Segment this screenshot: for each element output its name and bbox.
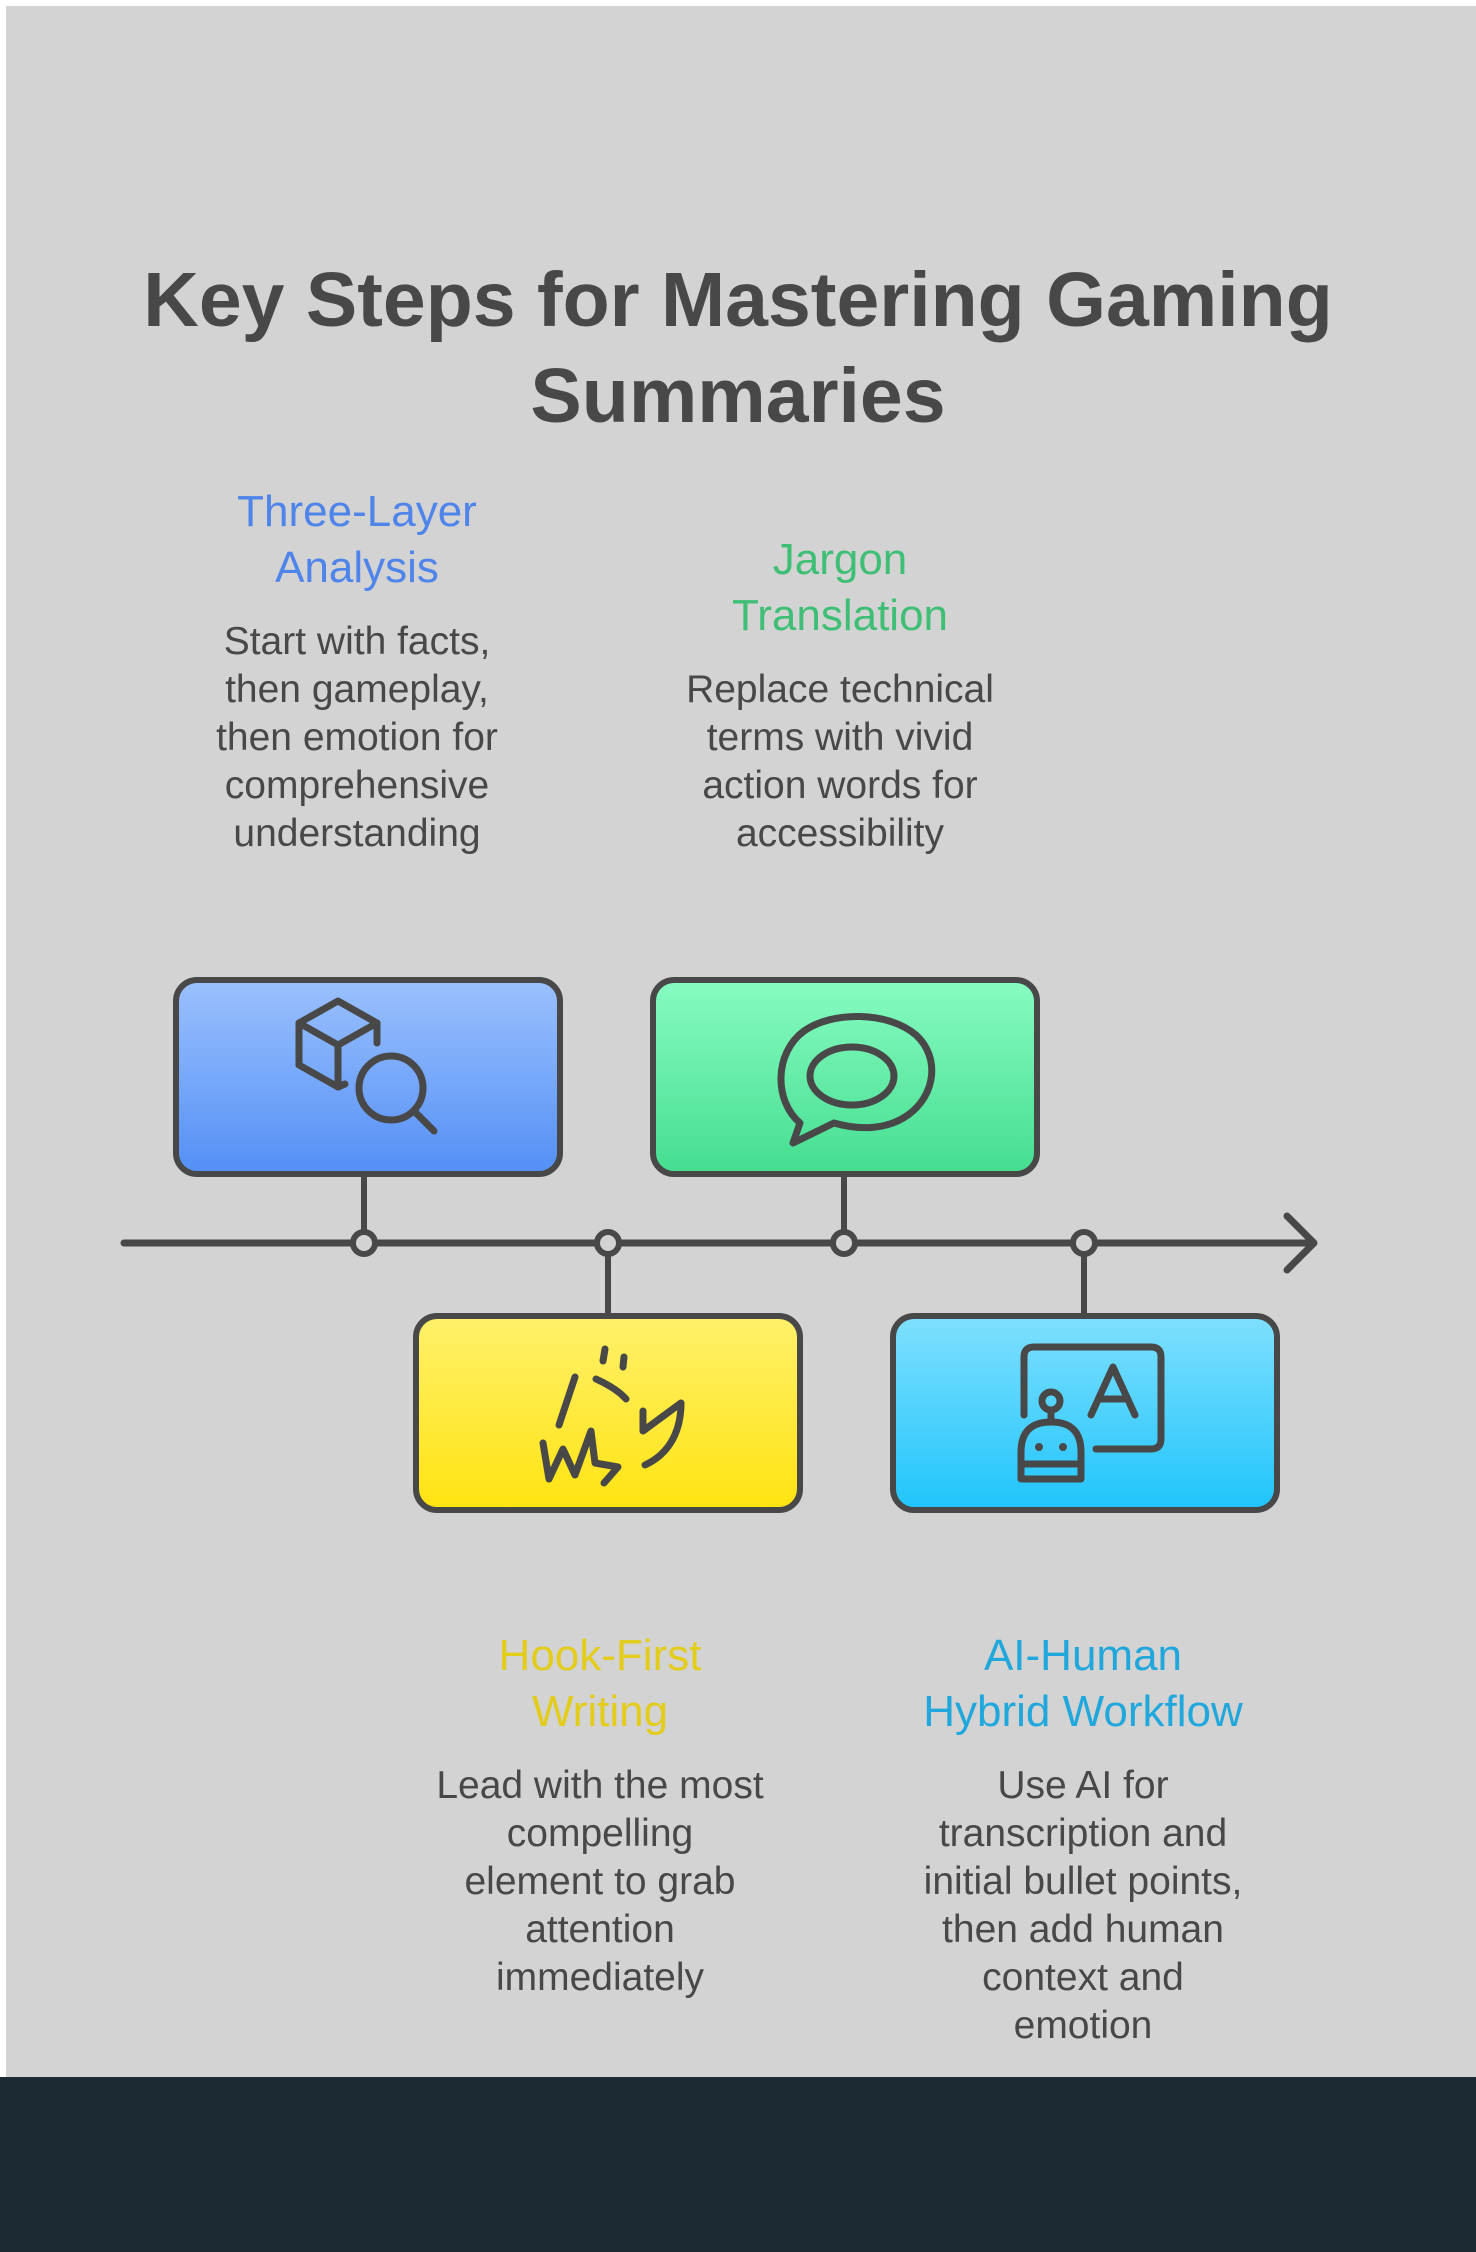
step-4-description-line: then add human (942, 1908, 1224, 1951)
step-4-description-line: transcription and (938, 1812, 1228, 1855)
title-line-2: Summaries (530, 352, 946, 439)
step-3-heading-line: Hook-First (498, 1631, 702, 1680)
step-3-icon-box (413, 1313, 803, 1513)
step-1-heading-line: Three-Layer (237, 487, 477, 536)
step-3-description-line: Lead with the most (436, 1764, 764, 1807)
step-4-description: Use AI for transcription and initial bul… (878, 1762, 1288, 2050)
step-4-description-line: Use AI for (997, 1764, 1169, 1807)
step-4-heading-line: Hybrid Workflow (923, 1687, 1243, 1736)
step-1-description-line: Start with facts, (223, 620, 491, 663)
step-3-description-line: attention (525, 1908, 675, 1951)
step-2-description-line: Replace technical (686, 668, 994, 711)
step-3-description-line: element to grab (464, 1860, 736, 1903)
step-2-heading-line: Jargon (772, 535, 908, 584)
step-1-icon-box (173, 977, 563, 1177)
step-4-heading-line: AI-Human (983, 1631, 1183, 1680)
step-3-description: Lead with the most compelling element to… (400, 1762, 800, 2002)
step-3-description-line: immediately (495, 1956, 705, 1999)
page-title: Key Steps for Mastering Gaming Summaries (0, 252, 1476, 444)
step-1-description-line: understanding (233, 812, 481, 855)
step-1-heading: Three-Layer Analysis (157, 484, 557, 596)
speech-bubble-icon (777, 1013, 936, 1147)
step-2-heading-line: Translation (731, 591, 949, 640)
step-1-description-line: then emotion for (216, 716, 498, 759)
step-2-description: Replace technical terms with vivid actio… (640, 666, 1040, 858)
step-1-description-line: comprehensive (224, 764, 490, 807)
step-2-description-line: terms with vivid (706, 716, 974, 759)
title-line-1: Key Steps for Mastering Gaming (143, 256, 1333, 343)
step-3-description-line: compelling (506, 1812, 694, 1855)
cube-search-icon (295, 997, 438, 1135)
step-1-description: Start with facts, then gameplay, then em… (157, 618, 557, 858)
step-4-description-line: context and (982, 1956, 1184, 1999)
robot-translate-icon (1017, 1343, 1165, 1483)
step-2-heading: Jargon Translation (640, 532, 1040, 644)
footer-bar (0, 2077, 1476, 2252)
step-1-description-line: then gameplay, (225, 668, 489, 711)
step-2-description-line: accessibility (735, 812, 945, 855)
step-4-description-line: initial bullet points, (923, 1860, 1243, 1903)
step-3-heading-line: Writing (531, 1687, 669, 1736)
sound-effect-icon (539, 1345, 685, 1487)
step-4-heading: AI-Human Hybrid Workflow (878, 1628, 1288, 1740)
step-4-description-line: emotion (1013, 2004, 1153, 2047)
step-1-heading-line: Analysis (275, 543, 439, 592)
step-2-icon-box (650, 977, 1040, 1177)
step-4-icon-box (890, 1313, 1280, 1513)
step-3-heading: Hook-First Writing (400, 1628, 800, 1740)
step-2-description-line: action words for (702, 764, 978, 807)
